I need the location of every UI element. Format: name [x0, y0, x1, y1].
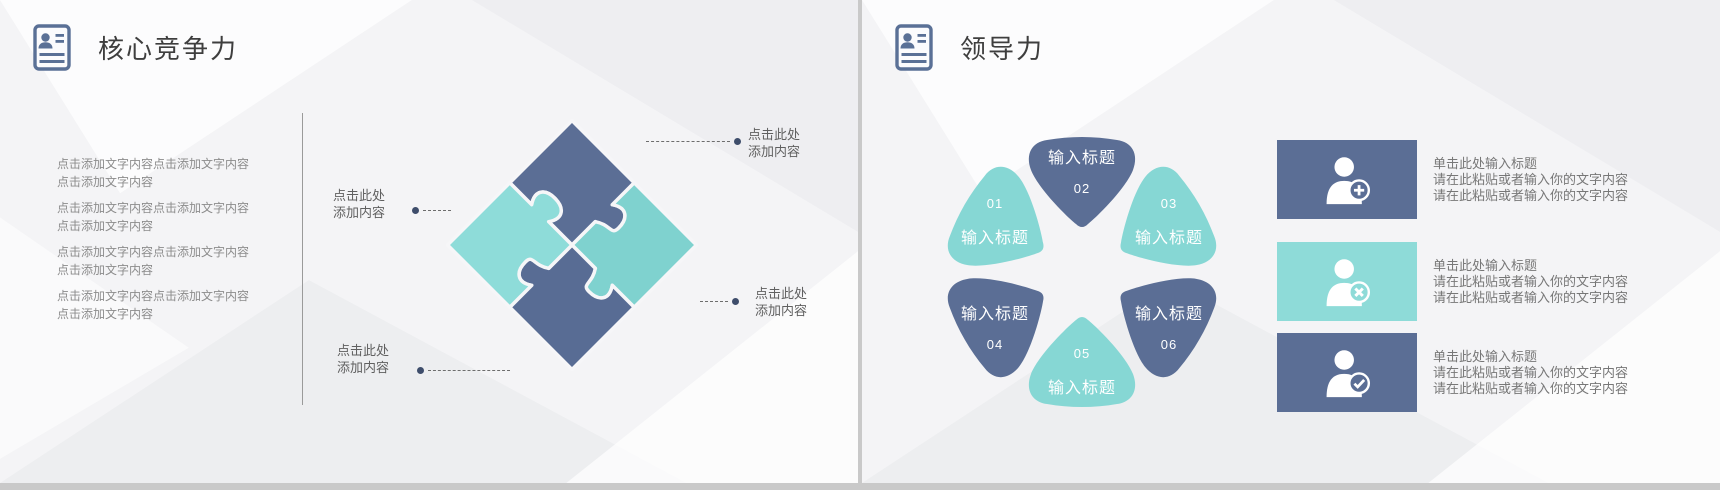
id-card-icon: [33, 24, 71, 71]
slide-header: 核心竞争力: [33, 24, 238, 71]
card-user-check: [1277, 333, 1417, 412]
leader-line: [417, 366, 510, 374]
leader-dot: [734, 137, 741, 145]
callout-line: 添加内容: [337, 359, 390, 375]
petal-title: 输入标题: [1047, 150, 1116, 167]
leader-dot: [732, 297, 739, 305]
id-card-icon: [895, 24, 933, 71]
petal-title: 输入标题: [1134, 230, 1203, 247]
petal-label-03: 03 输入标题: [1113, 196, 1225, 248]
petal-01: [947, 166, 1044, 266]
callout-line: 添加内容: [755, 302, 808, 318]
card-row: 单击此处输入标题 请在此粘贴或者输入你的文字内容 请在此粘贴或者输入你的文字内容: [1277, 333, 1628, 412]
page-title: 核心竞争力: [98, 34, 239, 64]
card-line: 请在此粘贴或者输入你的文字内容: [1433, 289, 1629, 305]
petal-number: 01: [986, 196, 1004, 211]
callout-top-right: 点击此处 添加内容: [748, 127, 800, 160]
card-user-remove: [1277, 242, 1417, 321]
card-text-block: 单击此处输入标题 请在此粘贴或者输入你的文字内容 请在此粘贴或者输入你的文字内容: [1433, 258, 1628, 306]
leader-dash: [646, 140, 730, 142]
petal-05: [1028, 317, 1136, 407]
leader-line: [700, 297, 739, 305]
petal-label-05: 05 输入标题: [1026, 346, 1138, 398]
user-add-icon: [1326, 156, 1371, 204]
callout-line: 点击此处: [333, 188, 386, 203]
leader-dash: [423, 209, 451, 211]
petal-title: 输入标题: [960, 230, 1029, 247]
card-heading: 单击此处输入标题: [1433, 155, 1538, 171]
petal-title: 输入标题: [960, 306, 1029, 323]
petal-title: 输入标题: [1134, 306, 1203, 323]
petal-number: 02: [1073, 181, 1091, 196]
card-text-block: 单击此处输入标题 请在此粘贴或者输入你的文字内容 请在此粘贴或者输入你的文字内容: [1433, 156, 1628, 204]
callout-left: 点击此处 添加内容: [333, 188, 385, 221]
callout-line: 点击此处: [337, 343, 390, 358]
placeholder-paragraph: 点击添加文字内容点击添加文字内容点击添加文字内容: [57, 245, 250, 277]
petal-label-02: 输入标题 02: [1026, 144, 1138, 196]
card-user-add: [1277, 140, 1417, 219]
puzzle-piece-left: [445, 181, 574, 309]
callout-bottom-left: 点击此处 添加内容: [337, 343, 389, 376]
card-line: 请在此粘贴或者输入你的文字内容: [1433, 171, 1629, 187]
petal-number: 06: [1160, 337, 1178, 352]
petal-label-06: 输入标题 06: [1113, 300, 1225, 352]
body-text-block: 点击添加文字内容点击添加文字内容点击添加文字内容 点击添加文字内容点击添加文字内…: [57, 156, 253, 332]
vertical-divider: [302, 113, 303, 405]
petal-06: [1120, 278, 1217, 378]
puzzle-diagram: [445, 118, 699, 372]
page-title: 领导力: [960, 34, 1045, 64]
leader-dot: [417, 366, 424, 374]
callout-line: 点击此处: [755, 286, 808, 301]
callout-line: 添加内容: [748, 143, 801, 159]
card-line: 请在此粘贴或者输入你的文字内容: [1433, 364, 1629, 380]
card-row: 单击此处输入标题 请在此粘贴或者输入你的文字内容 请在此粘贴或者输入你的文字内容: [1277, 242, 1628, 321]
slide-core-competitiveness[interactable]: 核心竞争力 点击添加文字内容点击添加文字内容点击添加文字内容 点击添加文字内容点…: [0, 0, 858, 483]
placeholder-paragraph: 点击添加文字内容点击添加文字内容点击添加文字内容: [57, 201, 250, 233]
petal-number: 03: [1160, 196, 1178, 211]
petal-label-04: 输入标题 04: [939, 300, 1051, 352]
leader-dot: [412, 206, 419, 214]
leader-line: [412, 206, 451, 214]
user-check-icon: [1326, 349, 1371, 397]
card-row: 单击此处输入标题 请在此粘贴或者输入你的文字内容 请在此粘贴或者输入你的文字内容: [1277, 140, 1628, 219]
petal-title: 输入标题: [1047, 380, 1116, 397]
card-heading: 单击此处输入标题: [1433, 257, 1538, 273]
petal-number: 05: [1073, 346, 1091, 361]
card-line: 请在此粘贴或者输入你的文字内容: [1433, 273, 1629, 289]
petal-label-01: 01 输入标题: [939, 196, 1051, 248]
card-text-block: 单击此处输入标题 请在此粘贴或者输入你的文字内容 请在此粘贴或者输入你的文字内容: [1433, 349, 1628, 397]
leader-dash: [700, 300, 728, 302]
slide-header: 领导力: [895, 24, 1044, 71]
callout-bottom-right: 点击此处 添加内容: [755, 286, 807, 319]
card-line: 请在此粘贴或者输入你的文字内容: [1433, 187, 1629, 203]
petal-number: 04: [986, 337, 1004, 352]
placeholder-paragraph: 点击添加文字内容点击添加文字内容点击添加文字内容: [57, 289, 250, 321]
slide-leadership[interactable]: 领导力 01 输入标题 输入标题 02 03 输入标题 输入标题 04 05 输…: [862, 0, 1720, 483]
petal-04: [947, 278, 1044, 378]
card-heading: 单击此处输入标题: [1433, 348, 1538, 364]
petal-03: [1120, 166, 1217, 266]
leader-dash: [428, 369, 510, 371]
leader-line: [646, 137, 741, 145]
petal-02: [1028, 137, 1136, 227]
placeholder-paragraph: 点击添加文字内容点击添加文字内容点击添加文字内容: [57, 157, 250, 189]
user-remove-icon: [1326, 258, 1371, 306]
card-line: 请在此粘贴或者输入你的文字内容: [1433, 380, 1629, 396]
callout-line: 点击此处: [748, 127, 801, 142]
petal-diagram: [947, 137, 1217, 407]
callout-line: 添加内容: [333, 204, 386, 220]
